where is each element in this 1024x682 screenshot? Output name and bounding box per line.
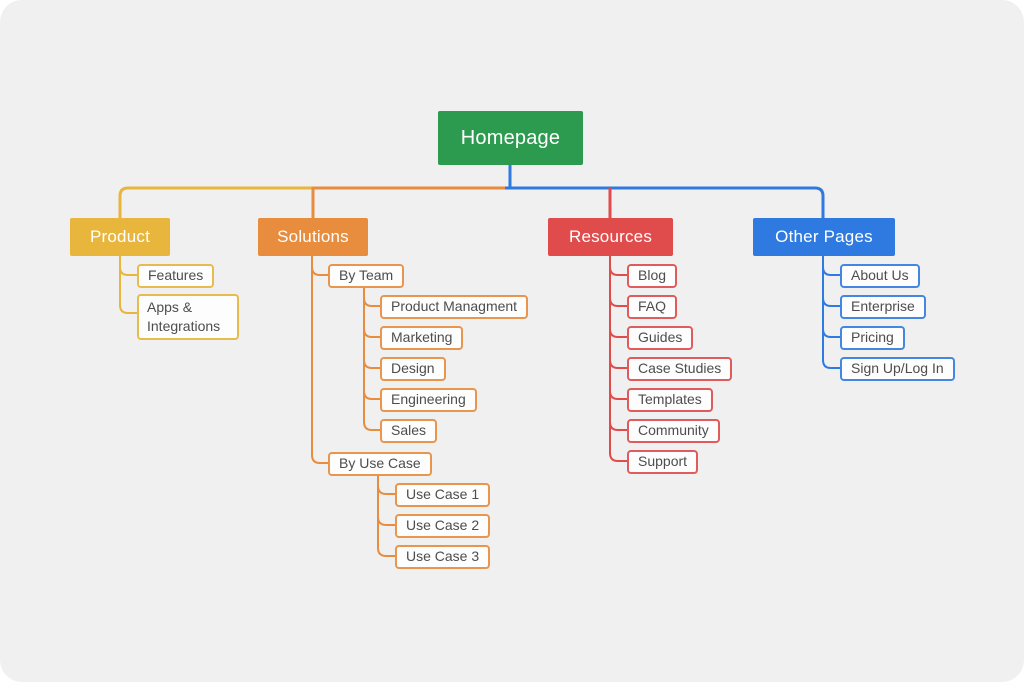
limb-product-managment — [363, 286, 380, 307]
limb-templates — [609, 256, 627, 400]
node-faq[interactable]: FAQ — [627, 295, 678, 319]
node-community[interactable]: Community — [627, 419, 720, 443]
limb-enterprise — [822, 256, 840, 307]
limb-use-case-2 — [377, 474, 395, 526]
node-engineering[interactable]: Engineering — [380, 388, 477, 412]
node-enterprise[interactable]: Enterprise — [840, 295, 926, 319]
limb-community — [609, 256, 627, 431]
node-pricing[interactable]: Pricing — [840, 326, 905, 350]
node-product[interactable]: Product — [70, 218, 170, 256]
node-homepage[interactable]: Homepage — [438, 111, 583, 165]
limb-by-team — [311, 256, 328, 276]
limb-support — [609, 256, 627, 462]
node-guides[interactable]: Guides — [627, 326, 694, 350]
node-product-managment[interactable]: Product Managment — [380, 295, 529, 319]
limb-pricing — [822, 256, 840, 338]
limb-sign-up-log-in — [822, 256, 840, 369]
limb-use-case-1 — [377, 474, 395, 495]
node-blog[interactable]: Blog — [627, 264, 678, 288]
limb-apps-integrations — [119, 256, 137, 314]
node-resources[interactable]: Resources — [548, 218, 673, 256]
node-features[interactable]: Features — [137, 264, 215, 288]
node-use-case-3[interactable]: Use Case 3 — [395, 545, 491, 569]
node-sales[interactable]: Sales — [380, 419, 438, 443]
node-use-case-2[interactable]: Use Case 2 — [395, 514, 491, 538]
node-solutions[interactable]: Solutions — [258, 218, 368, 256]
limb-features — [119, 256, 137, 276]
node-other-pages[interactable]: Other Pages — [753, 218, 895, 256]
node-sign-up-log-in[interactable]: Sign Up/Log In — [840, 357, 955, 381]
node-by-use-case[interactable]: By Use Case — [328, 452, 432, 476]
node-design[interactable]: Design — [380, 357, 446, 381]
node-apps-integrations[interactable]: Apps & Integrations — [137, 294, 239, 340]
node-marketing[interactable]: Marketing — [380, 326, 464, 350]
trunk-otherpages-segment — [505, 165, 825, 218]
node-about-us[interactable]: About Us — [840, 264, 920, 288]
limb-faq — [609, 256, 627, 307]
limb-use-case-3 — [377, 474, 395, 557]
limb-about-us — [822, 256, 840, 276]
limb-design — [363, 286, 380, 369]
trunk-solutions-segment — [311, 186, 505, 218]
limb-guides — [609, 256, 627, 338]
limb-by-use-case — [311, 256, 328, 464]
node-case-studies[interactable]: Case Studies — [627, 357, 733, 381]
node-templates[interactable]: Templates — [627, 388, 713, 412]
limb-sales — [363, 286, 380, 431]
node-use-case-1[interactable]: Use Case 1 — [395, 483, 491, 507]
node-by-team[interactable]: By Team — [328, 264, 405, 288]
limb-marketing — [363, 286, 380, 338]
trunk-product-segment — [118, 186, 313, 218]
limb-blog — [609, 256, 627, 276]
node-support[interactable]: Support — [627, 450, 699, 474]
